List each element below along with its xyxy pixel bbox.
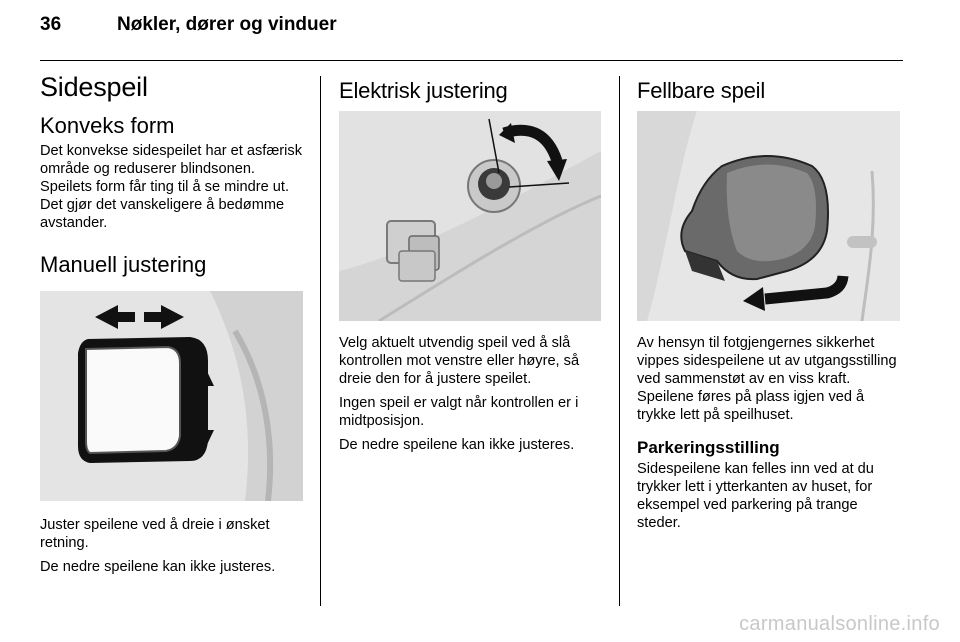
paragraph: Sidespeilene kan felles inn ved at du tr… [637,461,874,531]
paragraph: Det konvekse sidespeilet har et as­færis… [40,143,302,231]
page-number: 36 [40,14,62,35]
column-divider [619,76,620,606]
mirror-control-knob-illustration [339,111,601,321]
paragraph: Juster speilene ved å dreie i ønsket ret… [40,517,270,551]
subheading-parking: Parkeringsstilling [637,438,780,457]
column-3: Fellbare speil [637,78,902,104]
column-2: Elektrisk justering [339,78,604,104]
section-title: Sidespeil [40,72,148,102]
header-rule [40,60,903,61]
section-title: Elektrisk justering [339,78,508,103]
paragraph: De nedre speilene kan ikke justeres. [339,437,575,453]
column-3-text: Av hensyn til fotgjengernes sikkerhet vi… [637,334,903,532]
paragraph: Velg aktuelt utvendig speil ved å slå ko… [339,335,580,387]
folding-mirror-illustration [637,111,900,321]
column-2-text: Velg aktuelt utvendig speil ved å slå ko… [339,334,604,454]
section-title: Fellbare speil [637,78,766,103]
watermark: carmanualsonline.info [739,613,940,635]
chapter-title: Nøkler, dører og vinduer [117,14,337,35]
paragraph: De nedre speilene kan ikke justeres. [40,559,276,575]
subheading-convex: Konveks form [40,113,175,138]
subheading-manual: Manuell justering [40,252,207,277]
paragraph: Av hensyn til fotgjengernes sikkerhet vi… [637,335,897,423]
paragraph: Ingen speil er valgt når kontrollen er i… [339,395,579,429]
mirror-adjust-arrows-illustration [40,291,303,501]
column-1-lower: Juster speilene ved å dreie i ønsket ret… [40,516,306,576]
column-divider [320,76,321,606]
column-1: Sidespeil Konveks form Det konvekse side… [40,72,306,278]
